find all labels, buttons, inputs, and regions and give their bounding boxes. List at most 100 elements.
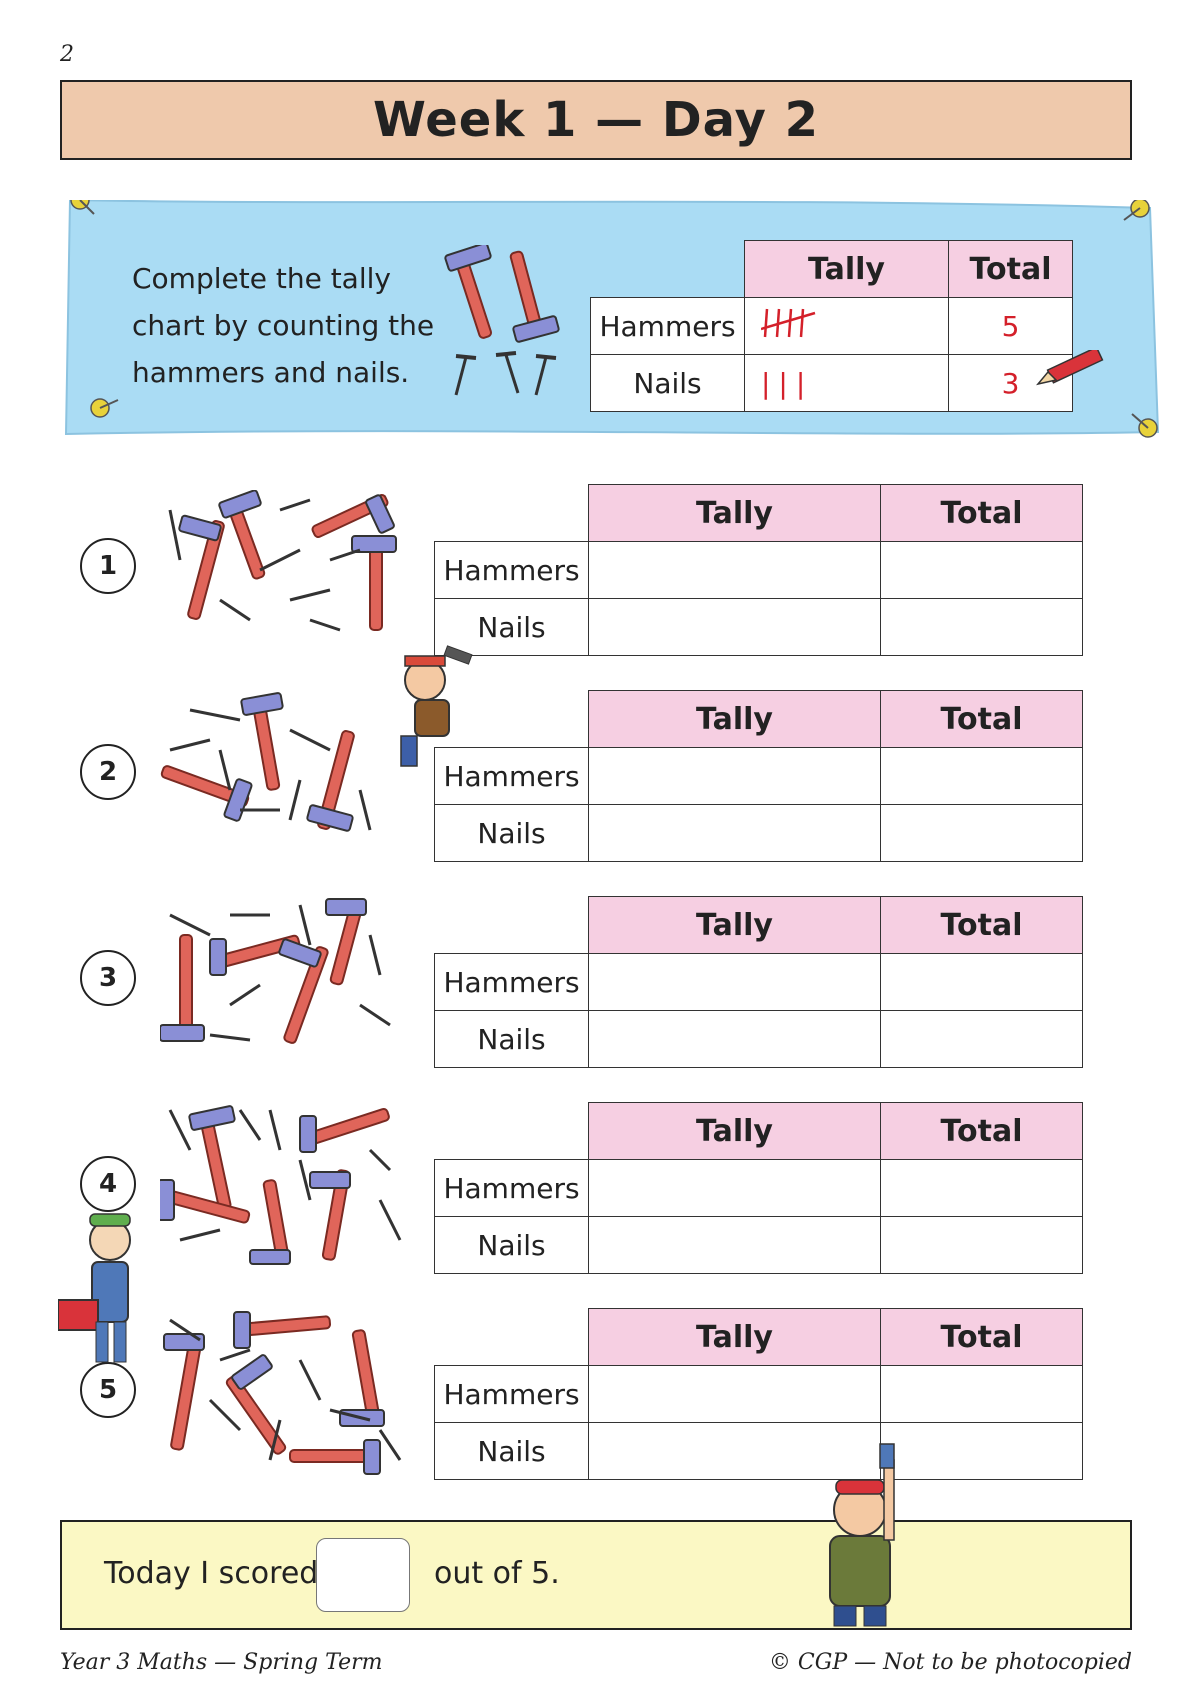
- tally-answer-cell[interactable]: [588, 1422, 881, 1480]
- hammer-icon: [209, 934, 301, 976]
- hammer-icon: [160, 765, 253, 822]
- page-title: Week 1 — Day 2: [60, 80, 1132, 160]
- tally-header: Tally: [588, 1308, 881, 1366]
- nail-icon: [168, 498, 361, 632]
- hammer-icon: [218, 490, 266, 580]
- total-cell: 5: [948, 297, 1073, 355]
- hammer-icon: [163, 1333, 205, 1451]
- row-label-hammers: Hammers: [434, 1365, 589, 1423]
- pin-icon: [1123, 200, 1150, 221]
- score-input-box[interactable]: [316, 1538, 410, 1612]
- row-label-hammers: Hammers: [434, 747, 589, 805]
- hammer-icon: [178, 514, 225, 620]
- nail-icon: [495, 351, 520, 394]
- total-answer-cell[interactable]: [880, 1216, 1083, 1274]
- nail-icon: [169, 708, 372, 831]
- total-answer-cell[interactable]: [880, 1365, 1083, 1423]
- example-hammers-nails: [444, 245, 560, 396]
- hammer-icon: [339, 1329, 385, 1427]
- score-prefix: Today I scored: [104, 1556, 319, 1591]
- worker-illustration: [400, 645, 473, 767]
- total-answer-cell[interactable]: [880, 953, 1083, 1011]
- worker-illustration: [58, 1213, 131, 1363]
- hammer-icon: [160, 1179, 251, 1224]
- hammer-icon: [325, 898, 367, 986]
- total-header: Total: [880, 1308, 1083, 1366]
- row-label-nails: Nails: [434, 1010, 589, 1068]
- row-label-nails: Nails: [434, 1422, 589, 1480]
- total-answer-cell[interactable]: [880, 1159, 1083, 1217]
- hammer-icon: [233, 1311, 332, 1349]
- tally-header: Tally: [588, 1102, 881, 1160]
- total-answer-cell[interactable]: [880, 1422, 1083, 1480]
- hammer-icon: [188, 1105, 236, 1211]
- tally-answer-cell[interactable]: [588, 1216, 881, 1274]
- tally-answer-cell[interactable]: [588, 1159, 881, 1217]
- tally-header: Tally: [588, 690, 881, 748]
- hammer-icon: [289, 1439, 381, 1475]
- tally-answer-cell[interactable]: [588, 1365, 881, 1423]
- total-answer-cell[interactable]: [880, 598, 1083, 656]
- total-header: Total: [880, 896, 1083, 954]
- hammer-icon: [240, 692, 284, 791]
- hammer-icon: [309, 1169, 351, 1261]
- score-bar: [60, 1520, 1132, 1630]
- tally-answer-cell[interactable]: [588, 1010, 881, 1068]
- row-label-hammers: Hammers: [434, 541, 589, 599]
- pencil-icon: [1036, 350, 1104, 386]
- tally-header: Tally: [588, 484, 881, 542]
- nail-icon: [169, 1318, 402, 1461]
- question-number: 1: [80, 538, 136, 594]
- question-number: 4: [80, 1156, 136, 1212]
- tally-answer-cell[interactable]: [588, 953, 881, 1011]
- score-suffix: out of 5.: [434, 1556, 560, 1591]
- question-number: 2: [80, 744, 136, 800]
- footer-right: © CGP — Not to be photocopied: [768, 1650, 1132, 1675]
- hammers-and-nails-illustration: [160, 692, 372, 832]
- nail-icon: [454, 354, 477, 396]
- total-answer-cell[interactable]: [880, 747, 1083, 805]
- question-number: 3: [80, 950, 136, 1006]
- tally-answer-cell[interactable]: [588, 598, 881, 656]
- tally-answer-cell[interactable]: [588, 804, 881, 862]
- hammer-icon: [306, 730, 355, 832]
- hammer-icon: [311, 493, 395, 539]
- hammer-icon: [249, 1179, 291, 1265]
- tally-cell: |||: [744, 354, 949, 412]
- instruction-text: Complete the tally chart by counting the…: [132, 262, 435, 389]
- hammers-and-nails-illustration: [160, 1105, 402, 1265]
- pin-icon: [70, 200, 95, 215]
- pin-icon: [90, 398, 119, 418]
- row-label-nails: Nails: [434, 598, 589, 656]
- pin-icon: [1131, 413, 1158, 438]
- hammer-icon: [299, 1107, 390, 1153]
- footer-left: Year 3 Maths — Spring Term: [60, 1650, 383, 1675]
- hammer-icon: [278, 938, 329, 1044]
- nail-icon: [534, 354, 557, 396]
- hammer-icon: [444, 245, 493, 339]
- hammers-and-nails-illustration: [168, 490, 397, 632]
- tally-answer-cell[interactable]: [588, 541, 881, 599]
- tally-header: Tally: [744, 240, 949, 298]
- hammer-icon: [351, 535, 397, 631]
- total-cell: 3: [948, 354, 1073, 412]
- row-label-nails: Nails: [434, 804, 589, 862]
- hammers-and-nails-illustration: [160, 898, 391, 1044]
- total-answer-cell[interactable]: [880, 541, 1083, 599]
- nail-icon: [168, 1109, 402, 1242]
- page-number: 2: [60, 42, 74, 67]
- tally-header: Tally: [588, 896, 881, 954]
- total-answer-cell[interactable]: [880, 804, 1083, 862]
- total-header: Total: [880, 1102, 1083, 1160]
- row-label-nails: Nails: [434, 1216, 589, 1274]
- total-answer-cell[interactable]: [880, 1010, 1083, 1068]
- tally-answer-cell[interactable]: [588, 747, 881, 805]
- tally-cell: [744, 297, 949, 355]
- row-label-hammers: Hammers: [434, 1159, 589, 1217]
- example-tally-table: Tally Total Hammers 5 Nails ||| 3: [590, 240, 1073, 412]
- hammer-icon: [225, 1354, 287, 1455]
